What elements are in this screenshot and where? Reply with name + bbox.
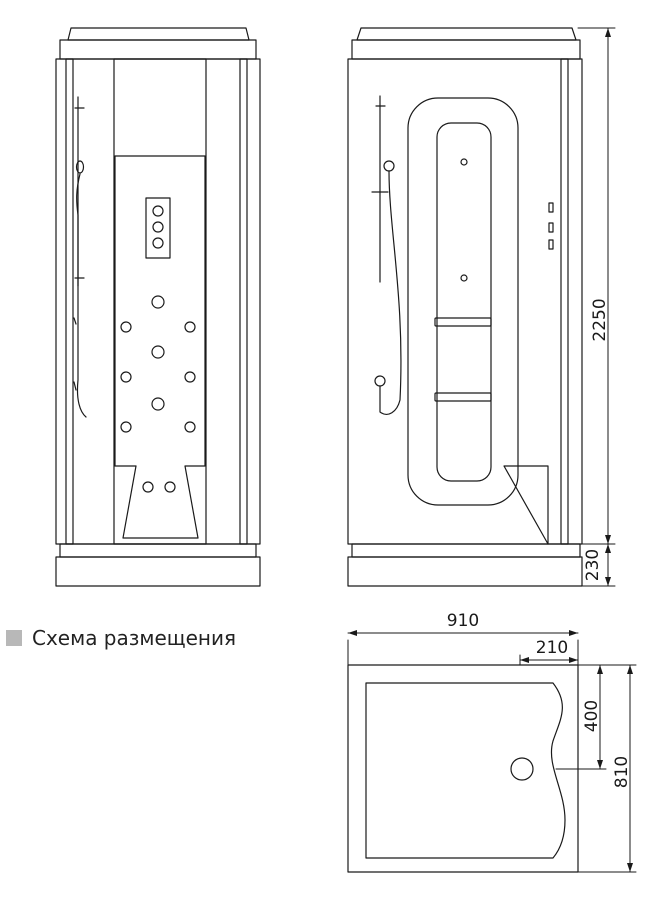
jet-icon [184, 321, 196, 333]
side-panel-inner [436, 122, 492, 482]
jet-nozzles [120, 295, 196, 493]
grab-bar [434, 317, 492, 327]
side-view [347, 27, 583, 587]
legend-swatch [6, 630, 22, 646]
side-roof-band [351, 39, 581, 60]
height-dimensions [577, 27, 616, 587]
side-frame-right [560, 58, 569, 545]
jet-icon [120, 371, 132, 383]
hand-shower-icon [383, 160, 395, 172]
corner-seat [503, 465, 549, 545]
dim-seat-depth: 400 [582, 700, 602, 732]
dim-seat-width: 210 [536, 638, 568, 658]
jet-icon [120, 321, 132, 333]
tray-inner [365, 682, 566, 859]
dim-height-total: 2250 [590, 298, 610, 341]
legend-label: Схема размещения [32, 626, 237, 650]
top-view [347, 664, 579, 873]
side-body [347, 58, 583, 545]
jet-icon [184, 371, 196, 383]
jet-icon [151, 397, 165, 411]
shower-hose [76, 173, 87, 418]
grab-bar [434, 392, 492, 402]
front-base [55, 556, 261, 587]
side-jet-icon [460, 274, 468, 282]
shower-hose [379, 170, 402, 415]
foot-jet-icon [164, 481, 176, 493]
side-jet-icon [460, 158, 468, 166]
hand-shower-icon [75, 160, 85, 174]
front-view [55, 27, 261, 587]
tray-outline [347, 664, 579, 873]
control-knob-icon [152, 237, 164, 249]
side-shower-rail [371, 95, 402, 415]
jet-icon [151, 295, 165, 309]
side-roof [356, 27, 577, 41]
front-roof [67, 27, 250, 41]
side-base [347, 556, 583, 587]
front-frame-right [239, 58, 248, 545]
side-base-band [351, 543, 581, 558]
jet-icon [120, 421, 132, 433]
hose-holder-icon [374, 375, 386, 387]
side-panel-outer [407, 97, 519, 506]
jet-icon [151, 345, 165, 359]
dimension-arrows [348, 28, 633, 872]
front-shower-rail [73, 96, 87, 418]
back-panel [113, 58, 207, 545]
dim-width-total: 910 [447, 611, 479, 631]
control-knob-icon [152, 221, 164, 233]
side-control-icon [548, 222, 554, 233]
side-control-icon [548, 202, 554, 213]
massage-column [114, 155, 206, 539]
dim-depth-total: 810 [612, 756, 632, 788]
side-control-icon [548, 239, 554, 250]
top-dimensions [347, 632, 637, 873]
front-body [55, 58, 261, 545]
front-frame-left [65, 58, 74, 545]
drain-icon [510, 757, 534, 781]
jet-icon [184, 421, 196, 433]
control-panel [145, 197, 171, 259]
legend: Схема размещения [6, 626, 236, 650]
foot-jet-icon [142, 481, 154, 493]
front-base-band [59, 543, 257, 558]
control-knob-icon [152, 205, 164, 217]
dim-base-height: 230 [583, 549, 603, 581]
front-roof-band [59, 39, 257, 60]
